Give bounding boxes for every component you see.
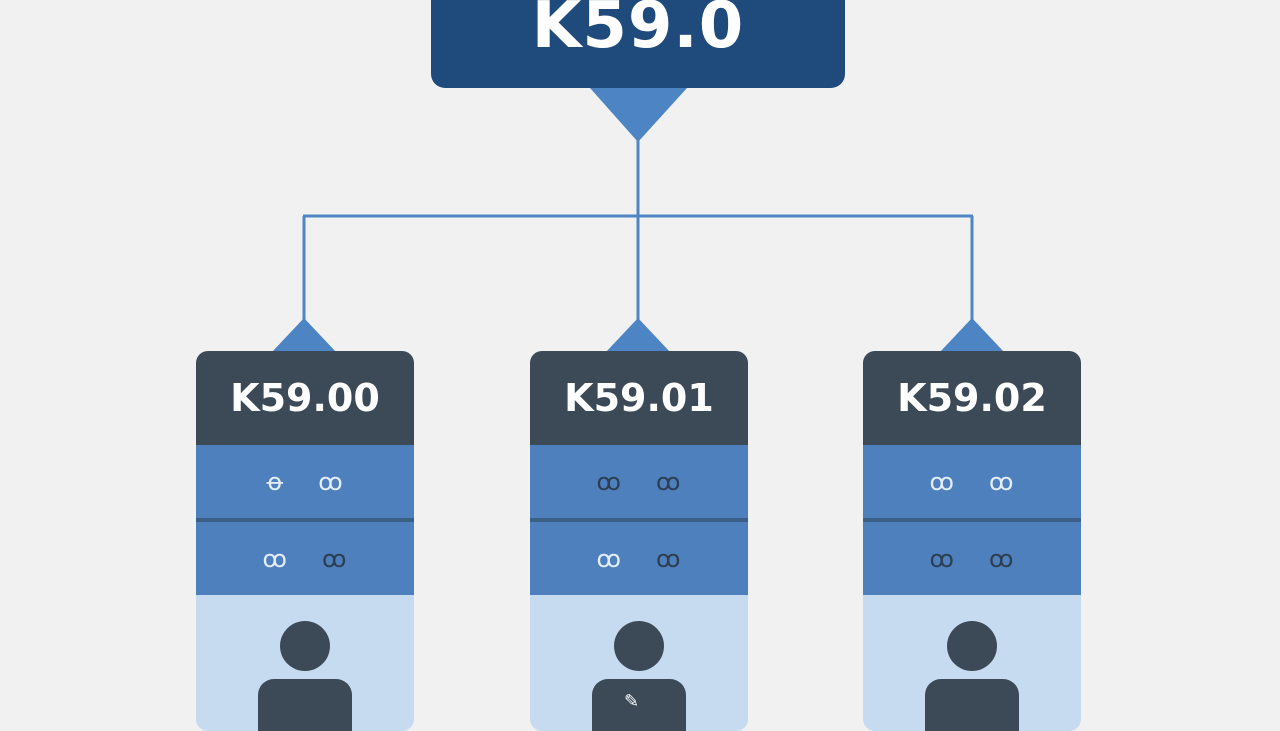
arrowhead-right (940, 318, 1004, 352)
person-icon-head (947, 621, 997, 671)
root-code: K59.0 (531, 0, 745, 63)
person-icon (258, 679, 352, 731)
person-icon-head (280, 621, 330, 671)
detail-symbol: ꝏ (596, 467, 622, 496)
child-row: ꝏ ꝏ (863, 445, 1081, 522)
detail-symbol: ꝏ (262, 544, 288, 573)
detail-symbol: ꝏ (656, 467, 682, 496)
child-node-k59-00: K59.00 ꝋ ꝏ ꝏ ꝏ (196, 351, 414, 731)
child-header: K59.00 (196, 351, 414, 445)
detail-symbol: ꝏ (656, 544, 682, 573)
child-code: K59.02 (897, 376, 1047, 420)
child-node-k59-01: K59.01 ꝏ ꝏ ꝏ ꝏ ✎ (530, 351, 748, 731)
child-row: ꝋ ꝏ (196, 445, 414, 522)
arrowhead-left (272, 318, 336, 352)
detail-symbol: ꝏ (322, 544, 348, 573)
detail-symbol: ꝏ (596, 544, 622, 573)
arrowhead-center (606, 318, 670, 352)
child-header: K59.01 (530, 351, 748, 445)
child-header: K59.02 (863, 351, 1081, 445)
root-pointer (590, 88, 687, 142)
child-code: K59.01 (564, 376, 714, 420)
person-icon (925, 679, 1019, 731)
child-row: ꝏ ꝏ (530, 522, 748, 595)
detail-symbol: ꝏ (318, 467, 344, 496)
detail-symbol: ꝋ (266, 467, 285, 496)
child-footer (196, 595, 414, 731)
root-node: K59.0 (431, 0, 845, 88)
child-footer (863, 595, 1081, 731)
detail-symbol: ꝏ (929, 467, 955, 496)
detail-symbol: ꝏ (989, 467, 1015, 496)
child-node-k59-02: K59.02 ꝏ ꝏ ꝏ ꝏ (863, 351, 1081, 731)
child-row: ꝏ ꝏ (863, 522, 1081, 595)
detail-symbol: ꝏ (989, 544, 1015, 573)
person-badge-icon: ✎ (624, 691, 640, 712)
person-icon-head (614, 621, 664, 671)
detail-symbol: ꝏ (929, 544, 955, 573)
child-footer: ✎ (530, 595, 748, 731)
child-row: ꝏ ꝏ (530, 445, 748, 522)
child-row: ꝏ ꝏ (196, 522, 414, 595)
child-code: K59.00 (230, 376, 380, 420)
